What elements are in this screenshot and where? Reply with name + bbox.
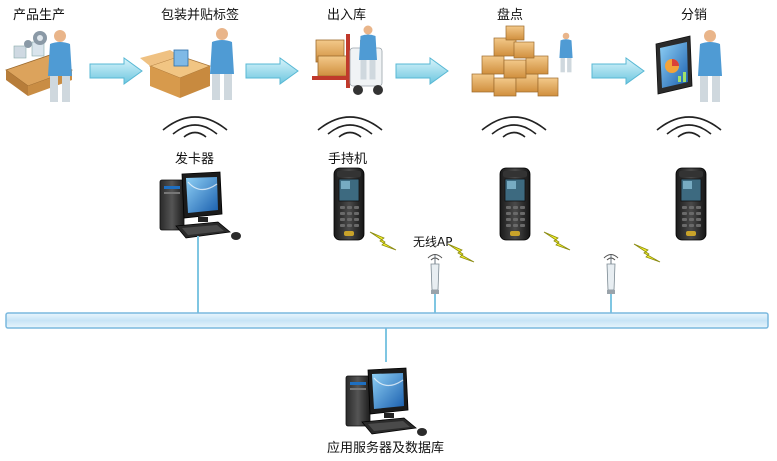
rfid-wave-icon <box>317 116 383 138</box>
network-bus <box>5 312 769 329</box>
handheld-terminal-icon <box>333 167 365 241</box>
handheld-terminal-icon <box>675 167 707 241</box>
boxes-stack-icon <box>471 25 573 97</box>
stage-label-production: 产品生产 <box>13 8 66 23</box>
stage-label-warehouse: 出入库 <box>327 8 367 23</box>
stage-label-packing: 包装并贴标签 <box>161 8 240 23</box>
rfid-wave-icon <box>656 116 722 138</box>
stage-label-inventory: 盘点 <box>497 8 524 23</box>
factory-worker-icon <box>5 30 73 102</box>
card-issuer-label: 发卡器 <box>175 152 215 167</box>
lightning-signal-icon <box>369 231 397 251</box>
packing-worker-icon <box>140 28 234 100</box>
flow-arrow-1 <box>89 57 143 85</box>
rfid-wave-icon <box>162 116 228 138</box>
desktop-computer-icon <box>345 367 428 437</box>
wireless-ap-label: 无线AP <box>413 235 453 249</box>
handheld-label: 手持机 <box>328 152 368 167</box>
lightning-signal-icon <box>543 231 571 251</box>
wireless-antenna-icon <box>427 253 443 295</box>
forklift-icon <box>312 25 383 95</box>
desktop-computer-icon <box>159 171 242 241</box>
rfid-wave-icon <box>481 116 547 138</box>
handheld-terminal-icon <box>499 167 531 241</box>
flow-arrow-4 <box>591 57 645 85</box>
flow-arrow-3 <box>395 57 449 85</box>
server-label: 应用服务器及数据库 <box>327 441 445 456</box>
display-worker-icon <box>655 30 722 102</box>
lightning-signal-icon <box>633 243 661 263</box>
wireless-antenna-icon <box>603 253 619 295</box>
lightning-signal-icon <box>447 243 475 263</box>
stage-label-distribution: 分销 <box>681 8 708 23</box>
flow-arrow-2 <box>245 57 299 85</box>
